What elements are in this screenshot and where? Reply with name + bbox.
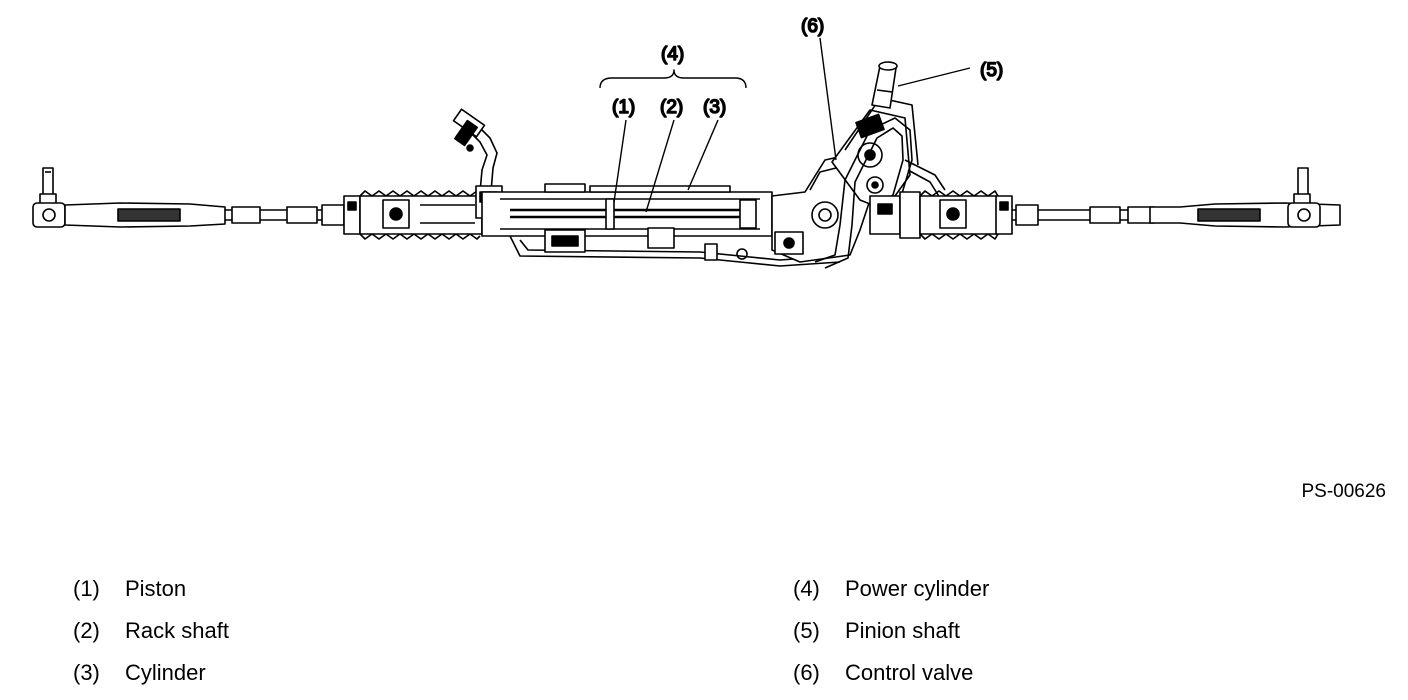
legend-number: (3) <box>73 660 100 685</box>
legend-left-column: (1) Piston (2) Rack shaft (3) Cylinder <box>73 568 229 694</box>
steering-gearbox-diagram: (4) (1) (2) (3) (6) (5) <box>32 15 1341 269</box>
pinion-shaft <box>871 61 898 109</box>
legend-item: (1) Piston <box>73 568 229 610</box>
legend-item: (6) Control valve <box>793 652 989 694</box>
legend-item: (3) Cylinder <box>73 652 229 694</box>
left-tie-rod-end <box>32 167 226 228</box>
right-inner-tie-rod <box>1012 204 1155 226</box>
left-boot <box>359 190 483 240</box>
legend-item: (4) Power cylinder <box>793 568 989 610</box>
legend-label: Cylinder <box>125 660 206 685</box>
legend-label: Control valve <box>845 660 974 685</box>
legend-number: (2) <box>73 618 100 643</box>
legend-number: (5) <box>793 618 820 643</box>
legend-number: (4) <box>793 576 820 601</box>
callout-4: (4) <box>661 44 684 65</box>
legend-number: (1) <box>73 576 100 601</box>
callout-1: (1) <box>612 97 635 118</box>
legend-label: Pinion shaft <box>845 618 960 643</box>
callout-3: (3) <box>703 97 726 118</box>
power-cylinder-housing <box>481 183 841 267</box>
legend-right-column: (4) Power cylinder (5) Pinion shaft (6) … <box>793 568 989 694</box>
figure-id: PS-00626 <box>1301 481 1386 502</box>
callout-2: (2) <box>660 97 683 118</box>
legend-label: Rack shaft <box>125 618 229 643</box>
control-valve <box>831 97 946 211</box>
legend-item: (5) Pinion shaft <box>793 610 989 652</box>
callout-leaders <box>599 37 971 213</box>
right-tie-rod-end <box>1149 167 1341 228</box>
legend-number: (6) <box>793 660 820 685</box>
left-inner-tie-rod <box>225 195 361 235</box>
callout-5: (5) <box>980 60 1003 81</box>
legend-label: Power cylinder <box>845 576 990 601</box>
right-boot <box>869 190 1013 240</box>
legend-label: Piston <box>125 576 187 601</box>
callout-6: (6) <box>801 16 824 37</box>
legend-item: (2) Rack shaft <box>73 610 229 652</box>
